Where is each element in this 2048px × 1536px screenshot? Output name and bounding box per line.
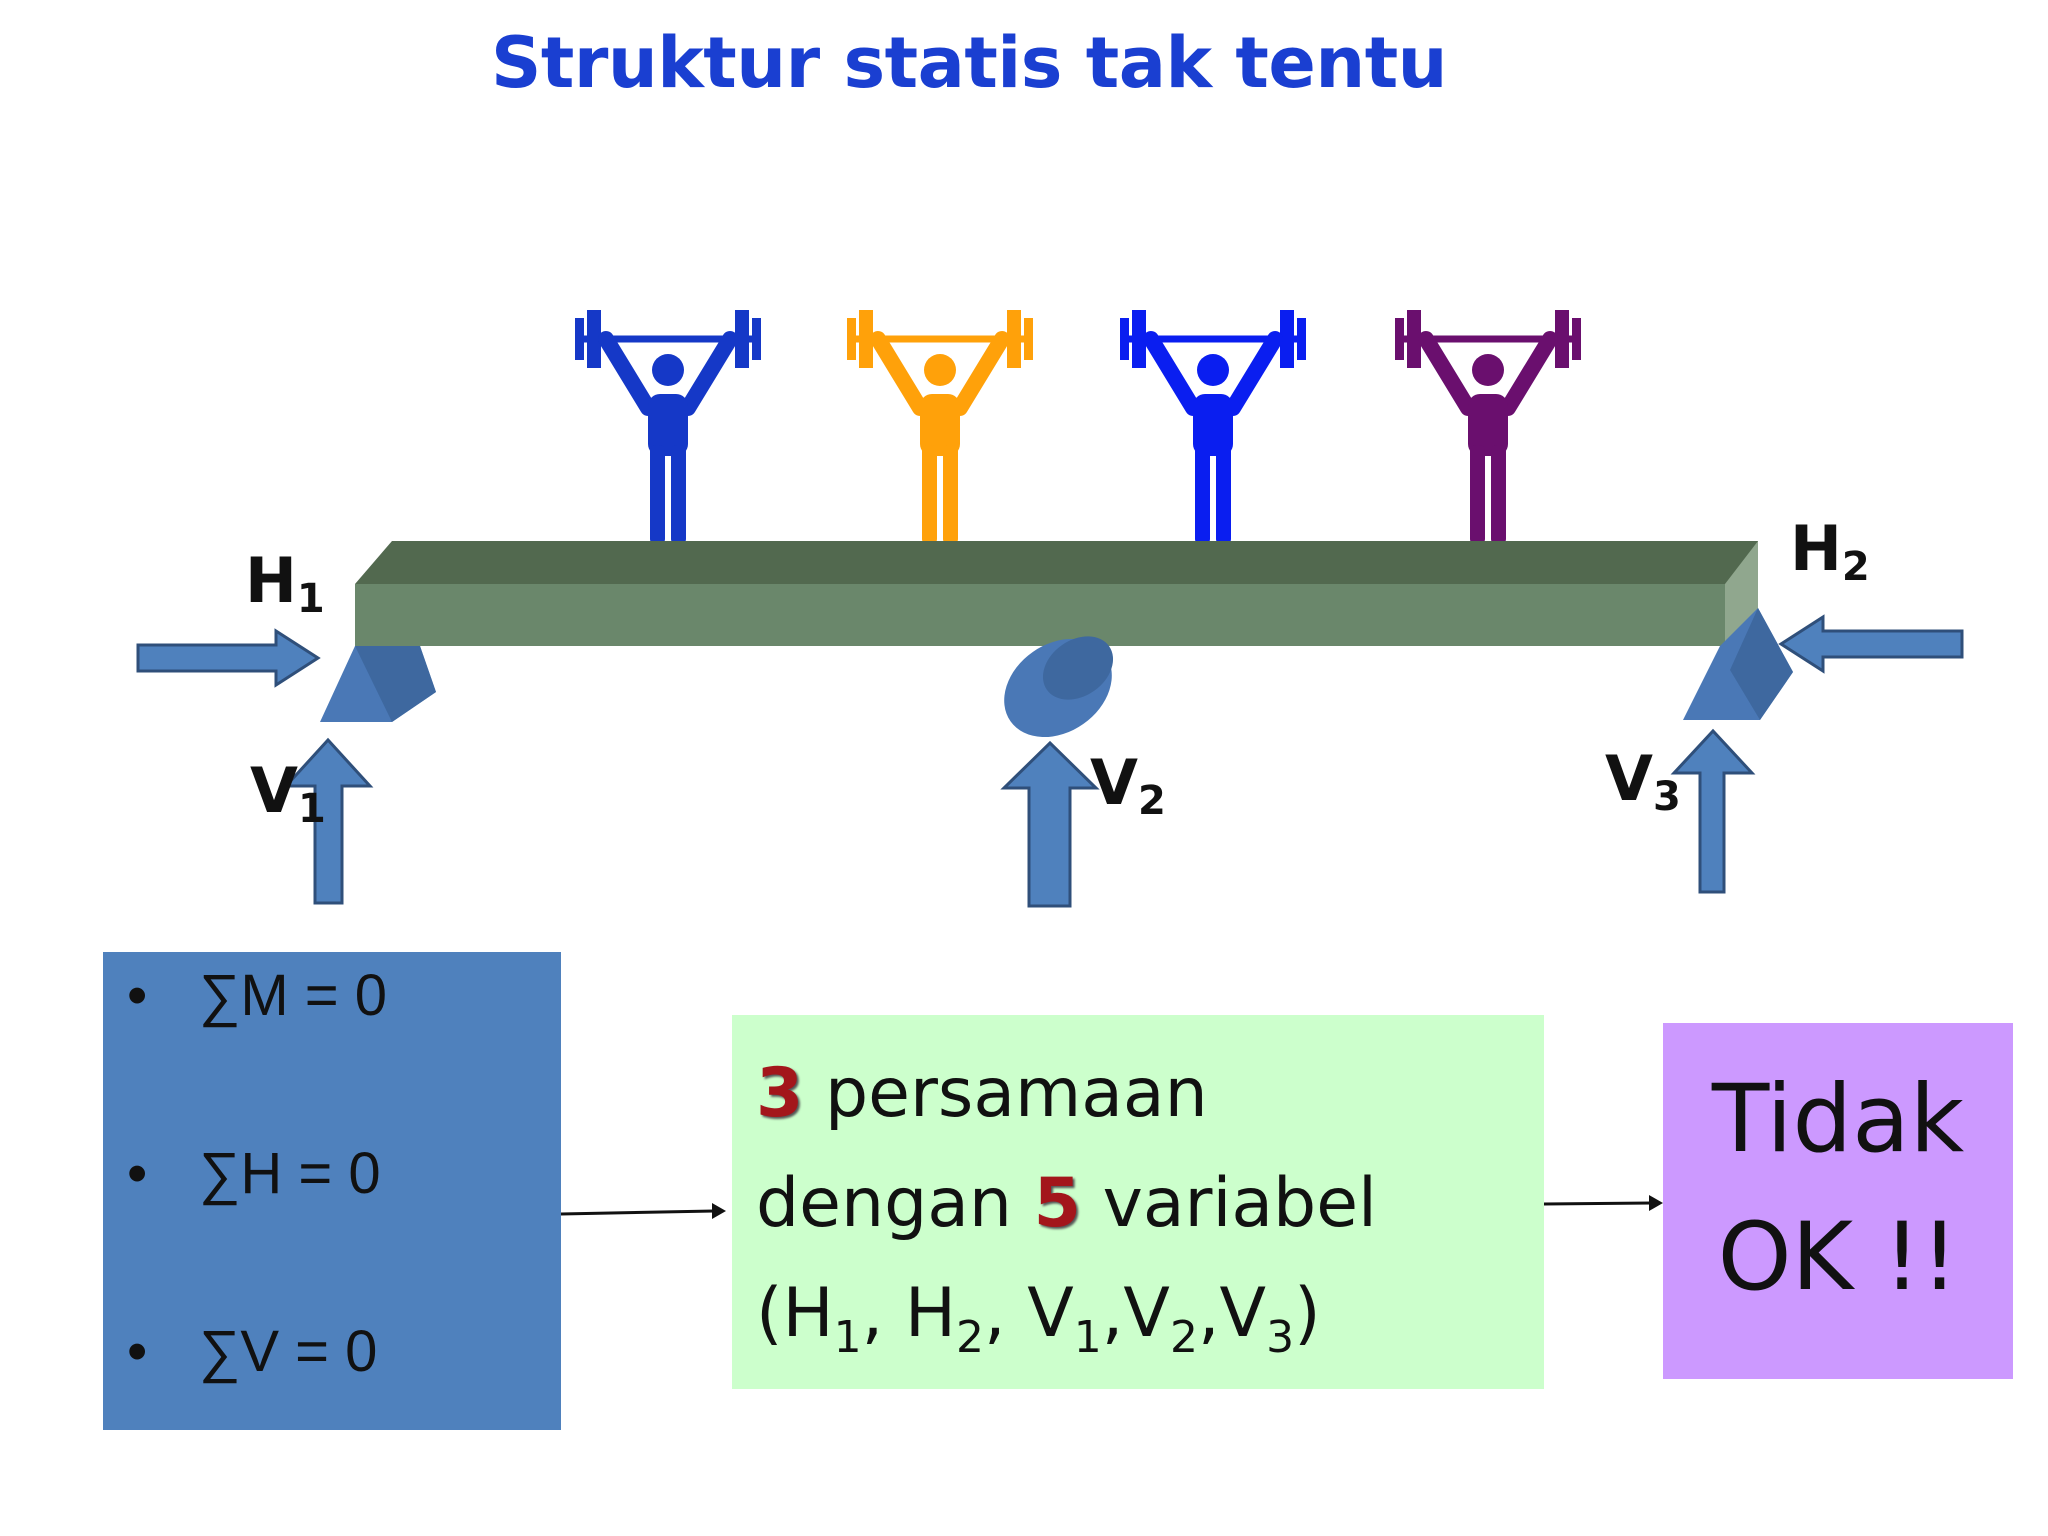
equation-item: •∑M = 0 bbox=[127, 963, 388, 1028]
variable-list: (H1, H2, V1,V2,V3) bbox=[756, 1274, 1321, 1363]
flow-arrow-1 bbox=[560, 1203, 726, 1219]
equation-count: 3 bbox=[756, 1054, 804, 1133]
variable-count: 5 bbox=[1033, 1164, 1081, 1243]
page-title: Struktur statis tak tentu bbox=[490, 22, 1448, 104]
beam-front-face bbox=[355, 584, 1758, 646]
count-box: 3 persamaan dengan 5 variabel (H1, H2, V… bbox=[732, 1015, 1544, 1389]
weightlifter-icon bbox=[1120, 310, 1306, 545]
equation-item: •∑H = 0 bbox=[127, 1141, 381, 1206]
bullet: • bbox=[127, 1141, 148, 1206]
equations-box: •∑M = 0 •∑H = 0 •∑V = 0 bbox=[103, 952, 561, 1430]
verdict-box: Tidak OK !! bbox=[1663, 1023, 2013, 1379]
label-v1: V1 bbox=[250, 754, 326, 832]
arrow-v2 bbox=[1000, 740, 1100, 908]
count-line-1: 3 persamaan bbox=[756, 1054, 1208, 1133]
arrow-v1 bbox=[282, 737, 374, 905]
label-h1: H1 bbox=[245, 544, 325, 622]
weightlifter-icon bbox=[575, 310, 761, 545]
bullet: • bbox=[127, 963, 148, 1028]
label-h2: H2 bbox=[1790, 512, 1870, 590]
weightlifter-icon bbox=[847, 310, 1033, 545]
weightlifter-icon bbox=[1395, 310, 1581, 545]
count-line-2: dengan 5 variabel bbox=[756, 1164, 1377, 1243]
roller-support-middle bbox=[1004, 636, 1114, 738]
arrow-h2 bbox=[1778, 614, 1964, 674]
bullet: • bbox=[127, 1319, 148, 1384]
flow-arrow-2 bbox=[1543, 1195, 1663, 1211]
verdict-line-1: Tidak bbox=[1711, 1065, 1965, 1174]
label-v2: V2 bbox=[1090, 746, 1166, 824]
arrow-v3 bbox=[1670, 728, 1756, 894]
equation-item: •∑V = 0 bbox=[127, 1319, 378, 1384]
weightlifters bbox=[575, 310, 1581, 545]
beam bbox=[355, 541, 1758, 646]
label-v3: V3 bbox=[1605, 742, 1681, 820]
arrow-h1 bbox=[136, 628, 321, 688]
beam-top-face bbox=[355, 541, 1758, 584]
pin-support-right bbox=[1683, 608, 1793, 720]
verdict-line-2: OK !! bbox=[1717, 1203, 1959, 1312]
pin-support-left bbox=[320, 646, 436, 722]
